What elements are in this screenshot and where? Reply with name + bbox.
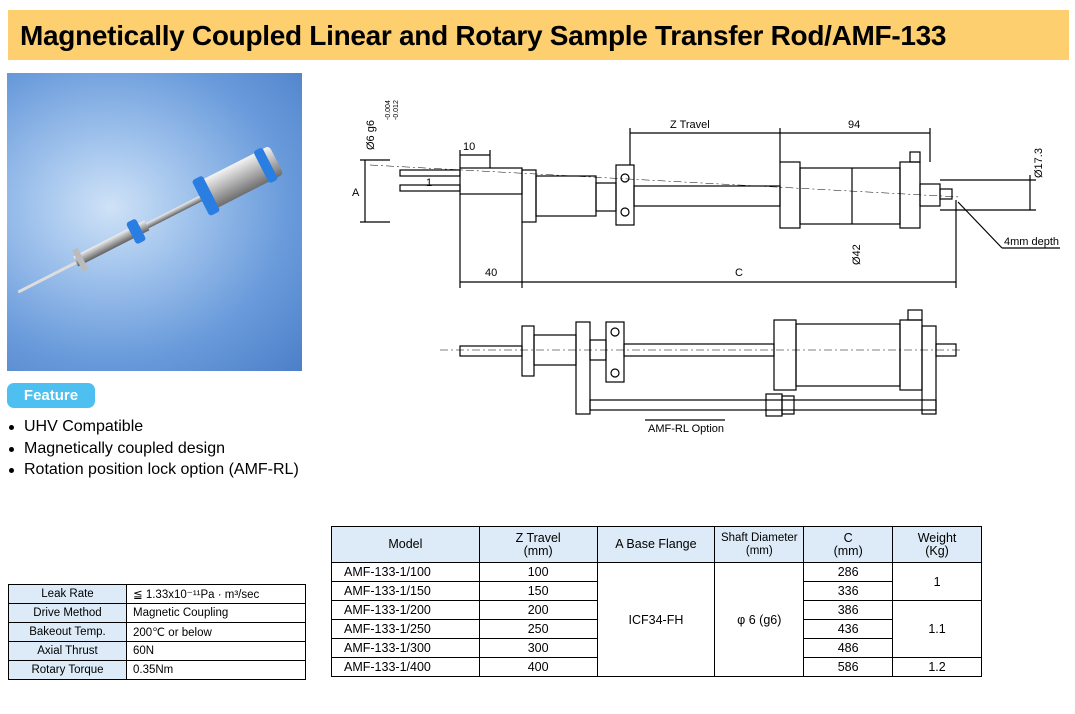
feature-tab: Feature [7,383,95,408]
cell-model: AMF-133-1/400 [331,657,480,677]
cell-c: 586 [803,657,894,677]
dim-94: 94 [848,119,860,131]
table-row: AMF-133-1/250 250 436 [331,619,982,639]
header-c: C(mm) [803,526,894,563]
shaft-tolerance-top: -0.004 [385,100,392,120]
spec-value: 60N [126,641,306,661]
spec-label: Axial Thrust [8,641,127,661]
technical-drawing: Z Travel 94 10 1 A 40 C Ø6 g6 -0.004 -0.… [352,100,1060,435]
spec-value: Magnetic Coupling [126,603,306,623]
dim-10: 10 [463,141,475,153]
model-table: Model Z Travel(mm) A Base Flange Shaft D… [331,526,982,677]
cell-shaft: φ 6 (g6) [714,562,805,677]
cell-model: AMF-133-1/250 [331,619,480,639]
table-header-row: Model Z Travel(mm) A Base Flange Shaft D… [331,526,982,563]
table-row: AMF-133-1/300 300 486 [331,638,982,658]
spec-label: Drive Method [8,603,127,623]
header-z-travel: Z Travel(mm) [478,526,598,563]
table-row: Leak Rate≦ 1.33x10⁻¹¹Pa · m³/sec [8,584,306,604]
feature-list: UHV Compatible Magnetically coupled desi… [8,416,299,481]
spec-value: 0.35Nm [126,660,306,680]
cell-z: 150 [478,581,598,601]
header-shaft: Shaft Diameter(mm) [714,526,805,563]
dim-c: C [735,267,743,279]
cell-c: 386 [803,600,894,620]
list-item: Magnetically coupled design [8,438,299,460]
diameter-17-label: Ø17.3 [1033,148,1045,178]
header-base-flange: A Base Flange [596,526,716,563]
title-banner: Magnetically Coupled Linear and Rotary S… [8,10,1069,60]
shaft-label: Ø6 g6 [365,120,377,150]
dim-1: 1 [426,177,432,189]
cell-model: AMF-133-1/300 [331,638,480,658]
cell-z: 400 [478,657,598,677]
spec-label: Rotary Torque [8,660,127,680]
spec-label: Leak Rate [8,584,127,604]
table-row: Bakeout Temp.200℃ or below [8,622,306,642]
cell-model: AMF-133-1/150 [331,581,480,601]
dim-a: A [352,187,360,199]
cell-c: 436 [803,619,894,639]
header-weight: Weight(Kg) [892,526,982,563]
page-title: Magnetically Coupled Linear and Rotary S… [20,20,947,51]
cell-z: 100 [478,562,598,582]
header-model: Model [331,526,480,563]
cell-c: 486 [803,638,894,658]
spec-table: Leak Rate≦ 1.33x10⁻¹¹Pa · m³/sec Drive M… [8,584,306,680]
table-row: AMF-133-1/100 100 ICF34-FH φ 6 (g6) 286 … [331,562,982,677]
cell-c: 286 [803,562,894,582]
product-photo [7,73,302,371]
cell-weight: 1 [892,562,982,601]
shaft-tolerance-bottom: -0.012 [393,100,400,120]
cell-weight: 1.1 [892,600,982,658]
cell-model: AMF-133-1/100 [331,562,480,582]
cell-z: 200 [478,600,598,620]
cell-model: AMF-133-1/200 [331,600,480,620]
table-row: AMF-133-1/400 400 586 1.2 [331,657,982,677]
depth-label: 4mm depth [1004,236,1059,248]
spec-value: 200℃ or below [126,622,306,642]
cell-z: 300 [478,638,598,658]
diameter-42-label: Ø42 [851,244,863,265]
cell-c: 336 [803,581,894,601]
dim-z-travel: Z Travel [670,119,710,131]
cell-base-flange: ICF34-FH [596,562,716,677]
spec-label: Bakeout Temp. [8,622,127,642]
list-item: UHV Compatible [8,416,299,438]
cell-weight: 1.2 [892,657,982,677]
cell-z: 250 [478,619,598,639]
option-label: AMF-RL Option [648,423,724,435]
dim-40: 40 [485,267,497,279]
spec-value: ≦ 1.33x10⁻¹¹Pa · m³/sec [126,584,306,604]
list-item: Rotation position lock option (AMF-RL) [8,459,299,481]
